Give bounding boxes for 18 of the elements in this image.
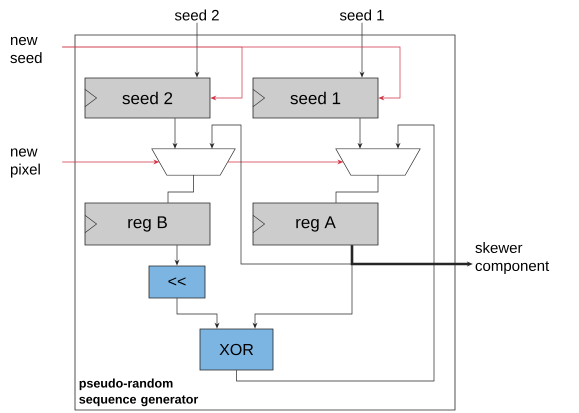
arrow — [236, 124, 434, 382]
multiplexer-symbol — [151, 148, 236, 176]
signal-label: seed 1 — [340, 10, 384, 20]
wire — [168, 174, 194, 203]
register-box: reg B — [84, 202, 210, 246]
signal-label: skewer component — [475, 242, 550, 274]
operator-box: << — [148, 266, 206, 298]
register-box: seed 2 — [84, 78, 210, 118]
register-box: seed 1 — [252, 78, 378, 118]
register-box: reg A — [252, 202, 378, 246]
wire — [336, 174, 378, 203]
signal-label: seed 2 — [174, 10, 219, 20]
operator-box: XOR — [200, 328, 274, 370]
block-title: pseudo-random sequence generator — [79, 378, 198, 406]
signal-label: new pixel — [10, 148, 40, 178]
signal-label: new seed — [10, 36, 42, 64]
multiplexer-symbol — [335, 148, 421, 176]
arrow — [62, 46, 400, 101]
